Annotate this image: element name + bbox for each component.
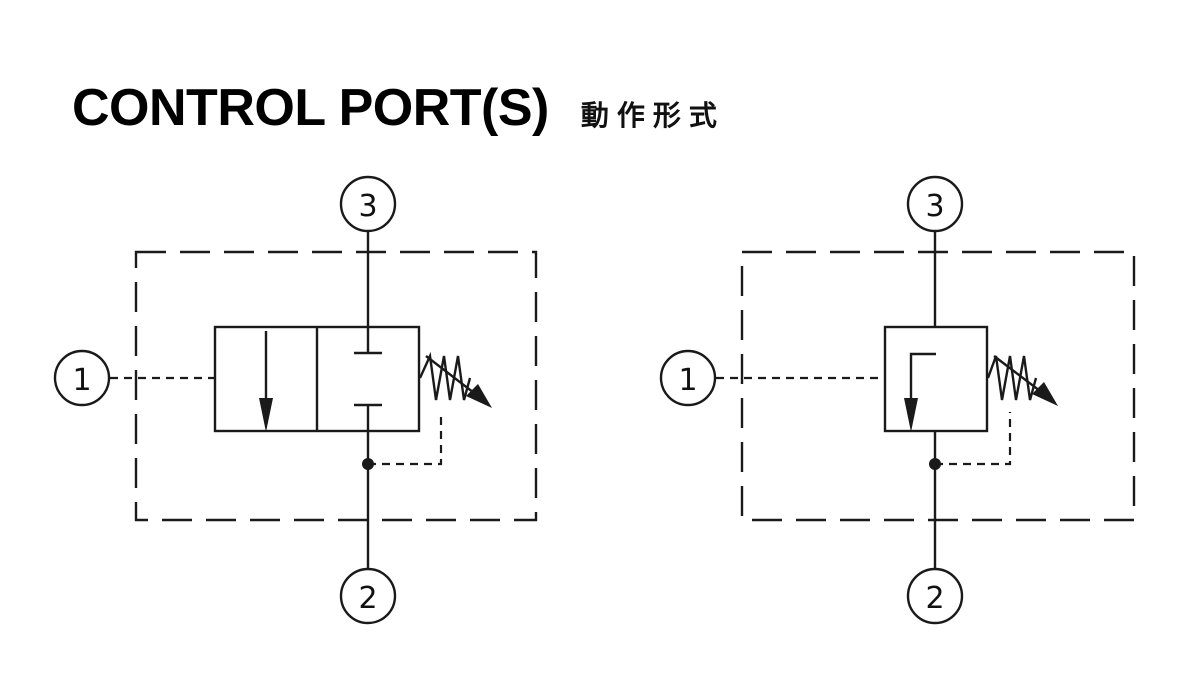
port-3-marker-right: 3 (906, 175, 964, 233)
port-2-marker-right: 2 (906, 567, 964, 625)
port-3-marker-left: 3 (339, 175, 397, 233)
port-2-label-right: 2 (925, 581, 944, 616)
drain-line-left (368, 412, 443, 466)
port-3-label-right: 3 (925, 189, 944, 224)
spring-left (418, 351, 472, 401)
port-3-label-left: 3 (358, 189, 377, 224)
adjust-arrow-head-left (466, 384, 492, 408)
port-1-marker-right: 1 (659, 349, 717, 407)
port-1-label-left: 1 (72, 363, 91, 398)
spring-right (986, 355, 1038, 401)
valve-diagram-3way: 3 2 1 (53, 175, 538, 625)
junction-dot-left (362, 458, 374, 470)
adjust-arrow-head-right (1032, 382, 1058, 406)
title-row: CONTROL PORT(S) 動作形式 (72, 78, 725, 148)
envelope-left (134, 250, 538, 522)
valve-box-right (883, 325, 989, 433)
port-2-label-left: 2 (358, 581, 377, 616)
junction-dot-right (929, 458, 941, 470)
page-title: CONTROL PORT(S) (72, 79, 549, 137)
port-1-label-right: 1 (678, 363, 697, 398)
port-2-marker-left: 2 (339, 567, 397, 625)
envelope-right (740, 250, 1136, 522)
flow-arrow-shaft-right (909, 352, 936, 400)
flow-arrow-head-right (904, 398, 918, 432)
valve-diagram-2way: 3 2 1 (659, 175, 1136, 625)
adjust-arrow-shaft-right (993, 355, 1045, 395)
adjust-arrow-shaft-left (425, 355, 479, 397)
drain-line-right (935, 412, 1012, 466)
flow-arrow-head-left (259, 398, 273, 432)
page-subtitle: 動作形式 (580, 99, 725, 132)
port-1-marker-left: 1 (53, 349, 111, 407)
